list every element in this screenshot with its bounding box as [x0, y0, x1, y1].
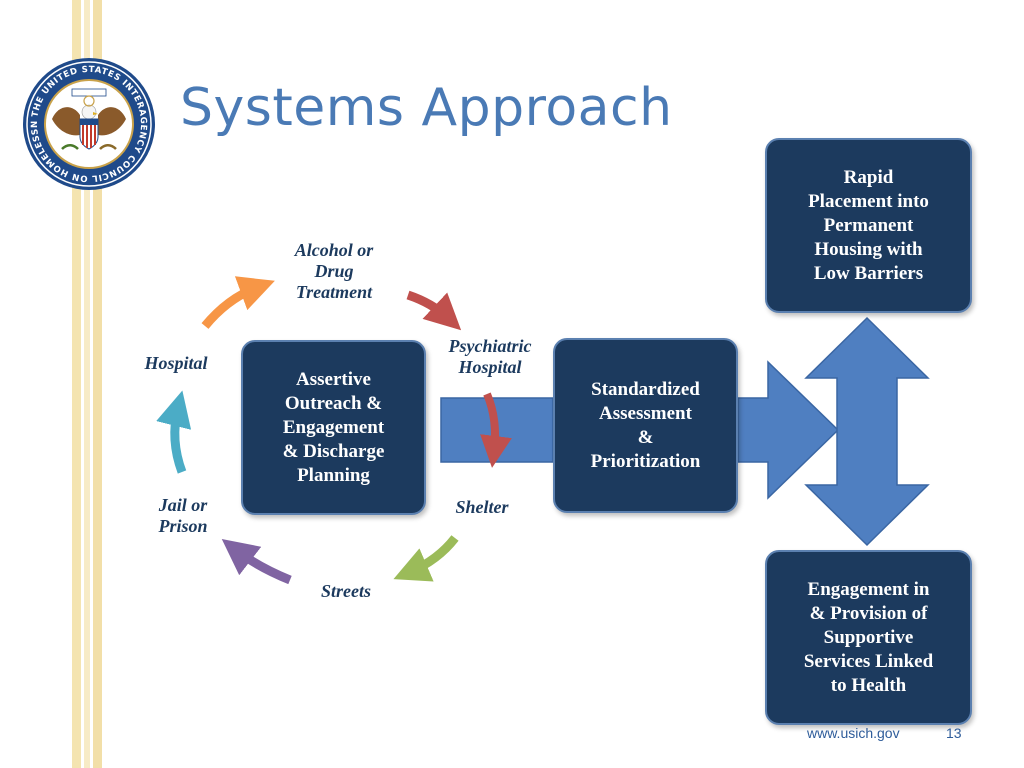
assessment-box-text: Standardized Assessment & Prioritization [590, 378, 701, 472]
cycle-arrow-red-top [406, 290, 462, 331]
label-shelter: Shelter [455, 497, 509, 517]
cycle-arrow-green [393, 535, 459, 582]
outreach-box: Assertive Outreach & Engagement & Discha… [241, 340, 426, 515]
cycle-arrow-orange [201, 276, 275, 329]
cycle-arrow-purple [221, 538, 292, 585]
label-jail-prison: Jail or Prison [158, 495, 208, 536]
label-psychiatric-hospital: Psychiatric Hospital [448, 336, 532, 377]
page-number: 13 [946, 725, 962, 741]
housing-box: Rapid Placement into Permanent Housing w… [765, 138, 972, 313]
label-alcohol-treatment: Alcohol or Drug Treatment [294, 240, 374, 302]
services-box-text: Engagement in & Provision of Supportive … [803, 578, 934, 696]
outreach-box-text: Assertive Outreach & Engagement & Discha… [282, 368, 385, 486]
cycle-arrow-teal [156, 390, 192, 474]
usich-seal: THE UNITED STATES INTERAGENCY COUNCIL ON… [22, 57, 155, 190]
cycle-arrow-red-down [480, 392, 512, 468]
assessment-box: Standardized Assessment & Prioritization [553, 338, 738, 513]
footer-url: www.usich.gov [807, 725, 900, 741]
slide-title: Systems Approach [180, 78, 673, 138]
services-box: Engagement in & Provision of Supportive … [765, 550, 972, 725]
assessment-right-arrow [737, 360, 840, 500]
double-vertical-arrow [804, 316, 930, 547]
housing-box-text: Rapid Placement into Permanent Housing w… [808, 166, 929, 284]
label-streets: Streets [320, 581, 371, 601]
label-hospital: Hospital [144, 353, 208, 373]
